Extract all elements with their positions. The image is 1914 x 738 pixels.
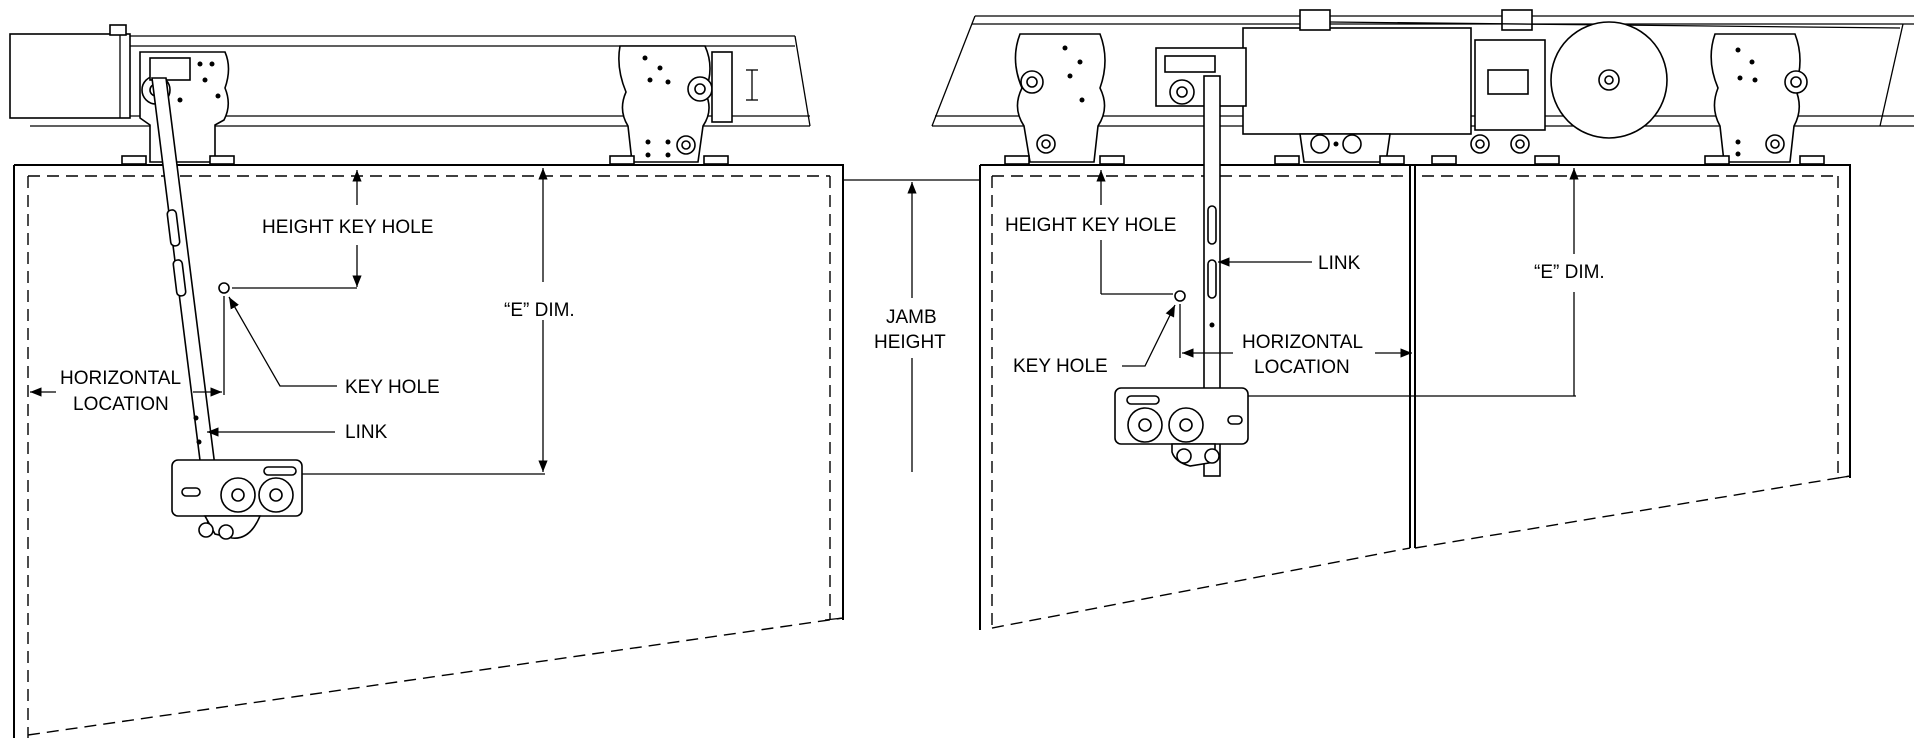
left-key-hole: [218, 282, 230, 294]
right-hanger-bracket-3: [1299, 133, 1391, 163]
left-horizontal-location-dimension: [30, 296, 225, 397]
right-link-arm: [1203, 75, 1221, 477]
operator-box: [9, 24, 131, 119]
left-location-label: LOCATION: [73, 394, 169, 415]
right-e-dim-label: “E” DIM.: [1534, 262, 1605, 283]
left-height-key-hole-dimension: [232, 170, 362, 289]
left-roller-carriage: [171, 459, 303, 540]
right-height-key-hole-dimension: [1096, 170, 1173, 295]
jamb-height-dimension: [843, 179, 980, 472]
left-door-panel: [13, 164, 844, 738]
right-key-hole-label: KEY HOLE: [1013, 356, 1108, 377]
right-hanger-bracket-4: [1470, 39, 1546, 154]
left-hanger-bracket: [139, 51, 230, 163]
left-key-hole-label: KEY HOLE: [345, 377, 440, 398]
right-key-hole-leader: [1122, 304, 1176, 367]
left-key-hole-leader: [228, 296, 337, 387]
right-horizontal-label: HORIZONTAL: [1242, 332, 1363, 353]
right-drive-wheel: [1550, 21, 1668, 139]
left-track-assembly: [9, 24, 811, 165]
right-mounting-bolts: [1004, 155, 1825, 165]
right-roller-carriage: [1114, 387, 1249, 467]
right-location-label: LOCATION: [1254, 357, 1350, 378]
right-hanger-bracket-2: [1155, 47, 1247, 107]
right-operator-box: [1242, 9, 1901, 135]
right-key-hole: [1174, 290, 1186, 302]
right-hanger-bracket-1: [1014, 33, 1106, 163]
right-height-key-hole-label: HEIGHT KEY HOLE: [1005, 215, 1176, 236]
left-e-dim-label: “E” DIM.: [504, 300, 575, 321]
right-hanger-bracket-5: [1710, 33, 1808, 163]
left-e-dim-dimension: [302, 168, 548, 475]
right-e-dim-dimension: [1248, 168, 1579, 397]
height-label: HEIGHT: [874, 332, 946, 353]
left-link-label: LINK: [345, 422, 388, 443]
jamb-label: JAMB: [886, 307, 937, 328]
left-height-key-hole-label: HEIGHT KEY HOLE: [262, 217, 433, 238]
right-link-label: LINK: [1318, 253, 1361, 274]
right-track-assembly: [931, 9, 1914, 165]
left-horizontal-label: HORIZONTAL: [60, 368, 181, 389]
right-hanger-bracket: [618, 45, 758, 163]
right-horizontal-location-dimension: [1179, 304, 1412, 358]
right-door-panel-right: [1414, 164, 1851, 549]
